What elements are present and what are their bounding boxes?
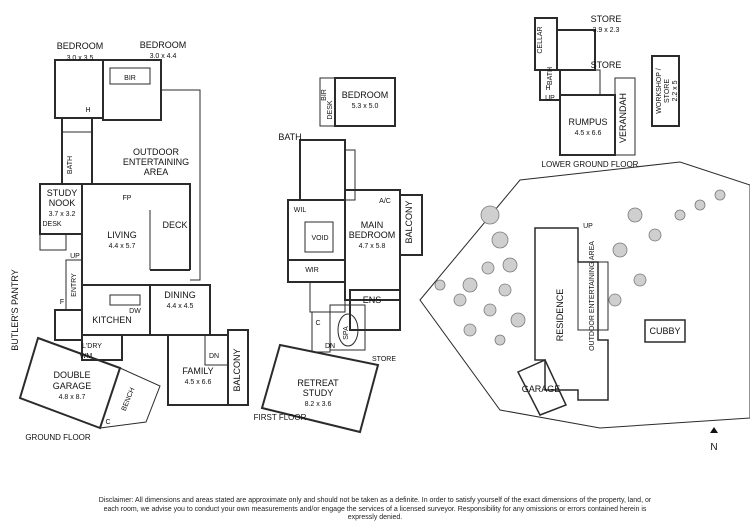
ground-floor-labels: BEDROOM 3.0 x 3.5 BEDROOM 3.0 x 4.4 BIR … bbox=[10, 40, 242, 442]
ff-spa-label: SPA bbox=[343, 326, 350, 340]
gf-outdoor-l3: AREA bbox=[144, 167, 169, 177]
gf-dn-label: DN bbox=[209, 353, 219, 360]
site-garage-label: GARAGE bbox=[522, 384, 561, 394]
ff-retreat-l2: STUDY bbox=[303, 388, 334, 398]
gf-bath-label: BATH bbox=[67, 156, 74, 174]
gf-deck-label: DECK bbox=[162, 220, 187, 230]
gf-floor-label: GROUND FLOOR bbox=[25, 433, 91, 442]
ff-ens-label: ENS bbox=[363, 295, 382, 305]
lg-store1-name: STORE bbox=[591, 14, 622, 24]
lg-store2-label: STORE bbox=[591, 60, 622, 70]
site-residence-label: RESIDENCE bbox=[555, 289, 565, 342]
lg-cellar-label: CELLAR bbox=[537, 26, 544, 53]
lg-h-label: H bbox=[545, 85, 550, 92]
gf-dining-name: DINING bbox=[164, 290, 196, 300]
ff-store-label: STORE bbox=[372, 356, 396, 363]
site-up-label: UP bbox=[583, 223, 593, 230]
ff-c-label: C bbox=[315, 320, 320, 327]
gf-bedroom2-size: 3.0 x 4.4 bbox=[150, 53, 177, 60]
gf-bedroom1-name: BEDROOM bbox=[57, 41, 104, 51]
gf-c-label: C bbox=[105, 419, 110, 426]
ff-bedroom-name: BEDROOM bbox=[342, 90, 389, 100]
gf-entry-label: ENTRY bbox=[71, 273, 78, 297]
gf-outdoor-l2: ENTERTAINING bbox=[123, 157, 189, 167]
ground-floor-walls bbox=[18, 59, 249, 430]
gf-study-l1: STUDY bbox=[47, 188, 78, 198]
lg-rumpus-name: RUMPUS bbox=[568, 117, 607, 127]
lg-floor-label: LOWER GROUND FLOOR bbox=[542, 160, 639, 169]
ff-dn-label: DN bbox=[325, 343, 335, 350]
lg-workshop-size: 2.2 x 5 bbox=[672, 80, 679, 101]
gf-fp-label: FP bbox=[123, 195, 132, 202]
gf-living-size: 4.4 x 5.7 bbox=[109, 243, 136, 250]
lg-bath-label: BATH bbox=[547, 67, 554, 85]
ff-main-l1: MAIN bbox=[361, 220, 384, 230]
gf-study-size: 3.7 x 3.2 bbox=[49, 211, 76, 218]
gf-up-label: UP bbox=[70, 253, 80, 260]
gf-balcony-label: BALCONY bbox=[232, 348, 242, 391]
site-plan bbox=[419, 161, 750, 429]
gf-dining-size: 4.4 x 4.5 bbox=[167, 303, 194, 310]
gf-garage-size: 4.8 x 8.7 bbox=[59, 394, 86, 401]
gf-ldry-label: L'DRY bbox=[82, 343, 102, 350]
ff-bedroom-size: 5.3 x 5.0 bbox=[352, 103, 379, 110]
site-outdoor-label: OUTDOOR ENTERTAINING AREA bbox=[589, 241, 596, 351]
site-trees bbox=[434, 189, 726, 346]
disclaimer-text: Disclaimer: All dimensions and areas sta… bbox=[98, 497, 652, 521]
gf-desk-label: DESK bbox=[42, 221, 61, 228]
ff-bath-label: BATH bbox=[278, 132, 301, 142]
gf-outdoor-l1: OUTDOOR bbox=[133, 147, 179, 157]
gf-garage-l1: DOUBLE bbox=[53, 370, 90, 380]
gf-garage-l2: GARAGE bbox=[53, 381, 92, 391]
site-cubby-label: CUBBY bbox=[649, 326, 680, 336]
gf-wm-label: WM bbox=[80, 353, 93, 360]
lg-workshop-l2: STORE bbox=[664, 79, 671, 103]
lower-floor-walls bbox=[534, 17, 680, 156]
ff-ac-label: A/C bbox=[379, 198, 391, 205]
ff-balcony-label: BALCONY bbox=[404, 200, 414, 243]
ff-retreat-l1: RETREAT bbox=[297, 378, 339, 388]
gf-family-size: 4.5 x 6.6 bbox=[185, 379, 212, 386]
ff-main-l2: BEDROOM bbox=[349, 230, 396, 240]
site-labels: RESIDENCE OUTDOOR ENTERTAINING AREA GARA… bbox=[522, 223, 681, 394]
gf-family-name: FAMILY bbox=[182, 366, 213, 376]
gf-living-name: LIVING bbox=[107, 230, 137, 240]
gf-study-l2: NOOK bbox=[49, 198, 76, 208]
gf-f-label: F bbox=[60, 299, 64, 306]
ff-floor-label: FIRST FLOOR bbox=[254, 413, 307, 422]
north-label: N bbox=[710, 442, 717, 453]
first-floor-walls bbox=[260, 77, 423, 434]
ff-retreat-size: 8.2 x 3.6 bbox=[305, 401, 332, 408]
lg-up-label: UP bbox=[545, 95, 555, 102]
gf-bench-label: BENCH bbox=[121, 387, 137, 412]
north-arrow: N bbox=[710, 427, 718, 453]
gf-h-label: H bbox=[85, 107, 90, 114]
gf-dw-label: DW bbox=[129, 308, 141, 315]
lower-floor-labels: STORE 3.9 x 2.3 CELLAR STORE BATH H UP R… bbox=[537, 14, 679, 169]
ff-bir-label: BIR bbox=[321, 89, 328, 101]
gf-bir-label: BIR bbox=[124, 75, 136, 82]
gf-kitchen-label: KITCHEN bbox=[92, 315, 132, 325]
lg-rumpus-size: 4.5 x 6.6 bbox=[575, 130, 602, 137]
ff-wir-label: WIR bbox=[305, 267, 319, 274]
ff-desk-label: DESK bbox=[327, 100, 334, 119]
lg-store1-size: 3.9 x 2.3 bbox=[593, 27, 620, 34]
ff-main-size: 4.7 x 5.8 bbox=[359, 243, 386, 250]
lg-workshop-l1: WORKSHOP / bbox=[656, 68, 663, 113]
first-floor-labels: BEDROOM 5.3 x 5.0 BIR DESK BATH A/C WIL … bbox=[254, 89, 414, 422]
gf-bedroom2-name: BEDROOM bbox=[140, 40, 187, 50]
ff-void-label: VOID bbox=[311, 235, 328, 242]
ff-wil-label: WIL bbox=[294, 207, 307, 214]
lg-verandah-label: VERANDAH bbox=[618, 93, 628, 143]
gf-butlers-pantry: BUTLER'S PANTRY bbox=[10, 269, 20, 350]
gf-bedroom1-size: 3.0 x 3.5 bbox=[67, 55, 94, 62]
